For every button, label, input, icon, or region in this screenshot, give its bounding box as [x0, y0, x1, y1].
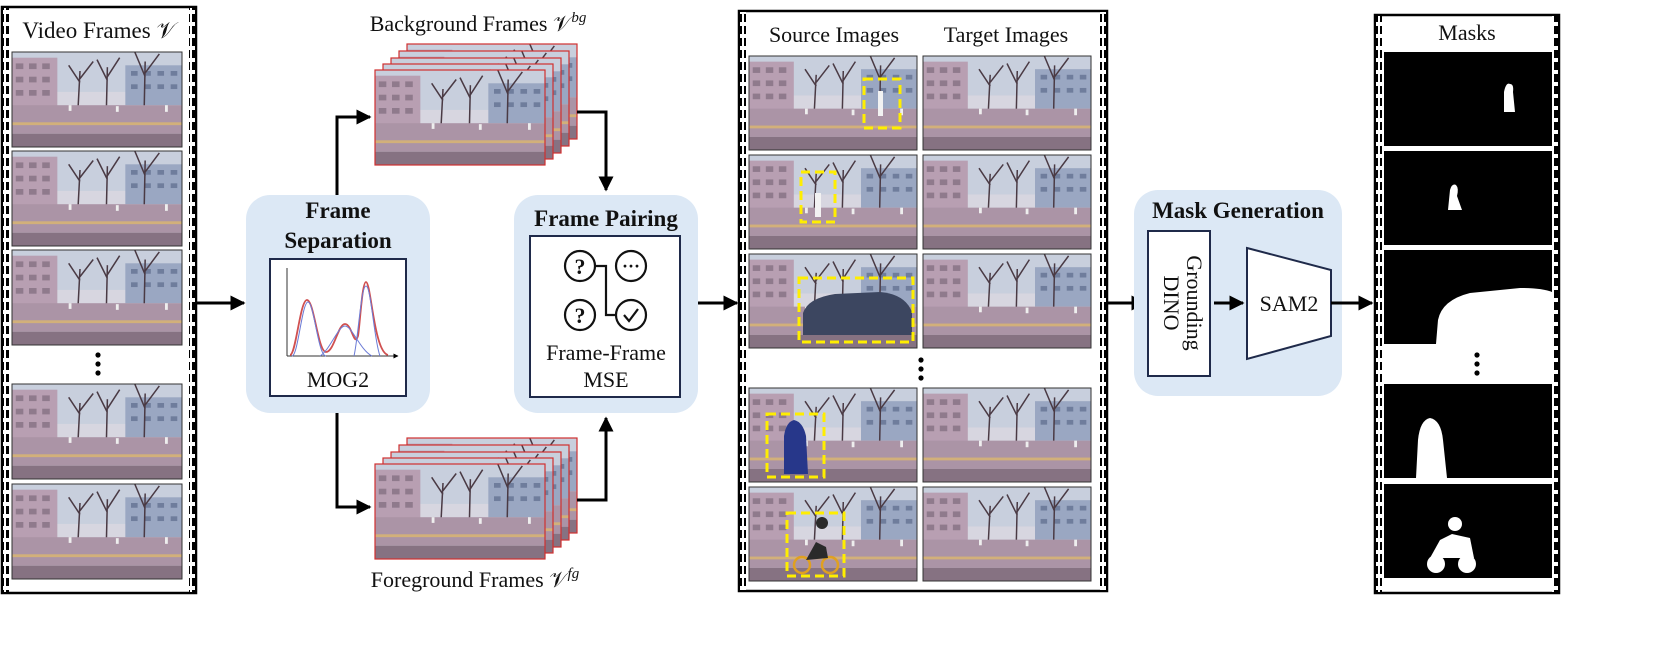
detection-box-4 [765, 412, 826, 479]
frame-pairing-panel: Frame Pairing ? ? ··· Frame-Frame MSE [514, 195, 698, 413]
pairing-icon [563, 249, 648, 332]
video-frame-3 [12, 250, 182, 345]
unknown-icon-top: ? [575, 254, 586, 279]
video-frame-4 [12, 384, 182, 479]
target-images-header: Target Images [944, 22, 1069, 47]
frame-separation-title-line2: Separation [284, 228, 392, 253]
frame-pairing-title: Frame Pairing [534, 206, 678, 231]
target-image-1 [923, 56, 1091, 150]
more-pairs-ellipsis [918, 357, 924, 381]
sam2-label: SAM2 [1260, 291, 1319, 316]
grounding-dino-label-line2: DINO [1159, 276, 1184, 331]
arrow-separation-to-foreground [335, 413, 372, 515]
masks-title: Masks [1438, 20, 1495, 45]
mog2-label: MOG2 [307, 367, 369, 392]
arrow-separation-to-background [335, 109, 372, 195]
foreground-frames-stack: Foreground Frames 𝒱fg [371, 437, 580, 592]
mse-box [529, 235, 681, 398]
ellipsis-icon: ··· [622, 256, 640, 276]
grounding-dino-label-line1: Grounding [1182, 255, 1207, 350]
background-frame-front [375, 70, 545, 165]
mask-1 [1384, 52, 1552, 146]
arrow-background-to-pairing [577, 110, 614, 192]
target-image-3 [923, 254, 1091, 348]
mask-2 [1384, 151, 1552, 245]
source-image-4 [749, 388, 917, 482]
detection-box-5 [785, 511, 846, 578]
detection-box-1 [862, 77, 902, 130]
video-frames-panel: Video Frames 𝒱 [0, 5, 198, 595]
masks-panel: Masks [1373, 13, 1561, 595]
frame-separation-panel: Frame Separation MOG2 [246, 195, 430, 413]
image-pairs-panel: Source Images Target Images [737, 9, 1109, 593]
source-image-1 [749, 56, 917, 150]
cyclist-object [792, 517, 840, 575]
video-frame-2 [12, 151, 182, 246]
grounding-dino-box [1147, 230, 1211, 377]
foreground-frame-front [375, 464, 545, 559]
video-frame-5 [12, 484, 182, 579]
person-object [784, 420, 808, 474]
more-frames-ellipsis [95, 352, 101, 376]
detection-box-2 [799, 170, 837, 224]
car-object [803, 292, 912, 335]
foreground-frames-title: Foreground Frames 𝒱fg [371, 566, 580, 592]
video-frames-title: Video Frames 𝒱 [22, 18, 179, 43]
more-masks-ellipsis [1474, 352, 1480, 376]
background-frames-title: Background Frames 𝒱bg [370, 10, 587, 36]
detection-box-3 [797, 276, 915, 344]
unknown-icon-bottom: ? [575, 303, 586, 328]
video-frame-1 [12, 52, 182, 147]
source-images-header: Source Images [769, 22, 899, 47]
source-image-5 [749, 487, 917, 581]
source-image-2 [749, 155, 917, 249]
background-frames-stack: Background Frames 𝒱bg [370, 10, 587, 166]
mse-label-line2: MSE [583, 367, 628, 392]
arrow-foreground-to-pairing [577, 416, 614, 502]
sam2-box [1246, 246, 1332, 361]
mog2-box [269, 258, 407, 397]
target-image-4 [923, 388, 1091, 482]
gaussian-mixture-plot [286, 268, 399, 359]
frame-separation-title-line1: Frame [305, 198, 370, 223]
target-image-5 [923, 487, 1091, 581]
mask-4 [1384, 384, 1552, 478]
target-image-2 [923, 155, 1091, 249]
mse-label-line1: Frame-Frame [546, 340, 666, 365]
mask-generation-panel: Mask Generation Grounding DINO SAM2 [1134, 190, 1342, 396]
mask-generation-title: Mask Generation [1152, 198, 1324, 223]
